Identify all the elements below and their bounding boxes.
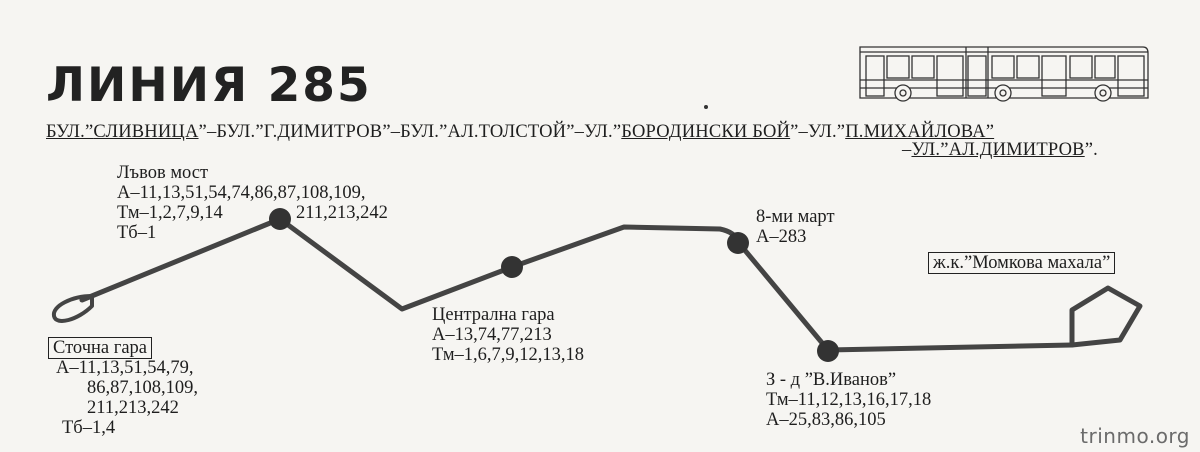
stop-lines: Тм–1,2,7,9,14	[117, 203, 223, 223]
stop-label-momkova-mahala: ж.к.”Момкова махала”	[928, 252, 1116, 274]
stop-lines: А–11,13,51,54,79,	[56, 358, 194, 378]
speck	[704, 105, 708, 109]
stop-name: З - д ”В.Иванов”	[766, 370, 897, 390]
route-street-segment: УЛ.”АЛ.ДИМИТРОВ	[911, 140, 1085, 160]
route-description-line-1: БУЛ.”СЛИВНИЦА”–БУЛ.”Г.ДИМИТРОВ”–БУЛ.”АЛ.…	[46, 122, 994, 142]
route-street-segment: ”–БУЛ.”Г.ДИМИТРОВ”–БУЛ.”АЛ.ТОЛСТОЙ”–УЛ.”	[198, 122, 622, 142]
end-loop	[1069, 285, 1143, 348]
stop-label-lvov-most: Лъвов мост А–11,13,51,54,74,86,87,108,10…	[117, 163, 366, 243]
stop-marker-8-mi-mart	[727, 232, 749, 254]
stop-lines: А–25,83,86,105	[766, 410, 886, 430]
stop-name: Централна гара	[432, 305, 555, 325]
stop-lines-extra: 211,213,242	[296, 203, 388, 223]
route-street-segment: –	[902, 140, 912, 160]
stop-name: Сточна гара	[48, 337, 153, 359]
start-loop	[51, 294, 94, 323]
stop-marker-lvov-most	[269, 208, 291, 230]
stop-lines: 86,87,108,109,	[87, 378, 198, 398]
route-path	[277, 216, 1075, 353]
stop-lines: А–11,13,51,54,74,86,87,108,109,	[117, 183, 366, 203]
stop-lines: 211,213,242	[87, 398, 179, 418]
stop-name: ж.к.”Момкова махала”	[928, 252, 1116, 274]
route-street-segment: БОРОДИНСКИ БОЙ	[621, 122, 791, 142]
stop-marker-tsentralna-gara	[501, 256, 523, 278]
stop-label-8-mi-mart: 8-ми март А–283	[756, 207, 835, 247]
stop-label-tsentralna-gara: Централна гара А–13,74,77,213 Тм–1,6,7,9…	[432, 305, 584, 365]
watermark: trinmo.org	[1080, 424, 1190, 448]
stop-lines: Тб–1,4	[62, 418, 116, 438]
stop-lines: А–13,74,77,213	[432, 325, 552, 345]
stop-lines: А–283	[756, 227, 807, 247]
stop-lines: Тм–1,6,7,9,12,13,18	[432, 345, 585, 365]
route-street-segment: ”.	[1084, 140, 1098, 160]
stop-label-zavod-ivanov: З - д ”В.Иванов” Тм–11,12,13,16,17,18 А–…	[766, 370, 931, 430]
route-street-segment: БУЛ.”	[46, 122, 94, 142]
route-street-segment: П.МИХАЙЛОВА”	[845, 122, 995, 142]
stop-name: Лъвов мост	[117, 163, 209, 183]
bus-icon	[859, 46, 1149, 102]
stop-name: 8-ми март	[756, 207, 835, 227]
page-title: ЛИНИЯ 285	[46, 58, 372, 113]
route-street-segment: ”–УЛ.”	[790, 122, 846, 142]
route-path-start	[79, 216, 283, 303]
route-street-segment: СЛИВНИЦА	[93, 122, 199, 142]
stop-label-stochna-gara: Сточна гара А–11,13,51,54,79, 86,87,108,…	[48, 337, 198, 438]
stop-marker-zavod-ivanov	[817, 340, 839, 362]
stop-lines: Тб–1	[117, 223, 157, 243]
route-description-line-2: –УЛ.”АЛ.ДИМИТРОВ”.	[902, 140, 1098, 160]
stop-lines: Тм–11,12,13,16,17,18	[766, 390, 932, 410]
